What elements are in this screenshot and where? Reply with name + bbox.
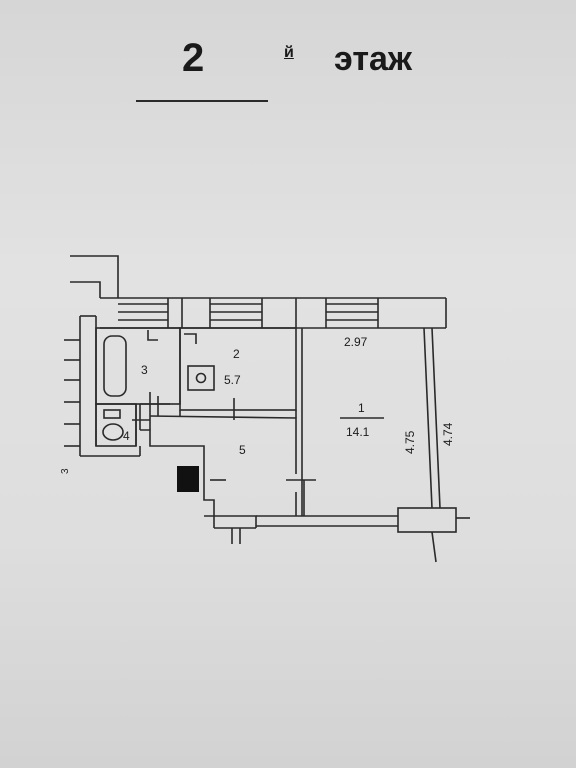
- floor-suffix: й: [284, 44, 294, 61]
- stove-block: [177, 466, 199, 492]
- dimension-top: 2.97: [344, 335, 368, 349]
- room-5-number: 5: [239, 443, 246, 457]
- room-1-area: 14.1: [346, 425, 370, 439]
- room-2-number: 2: [233, 347, 240, 361]
- room-1-number: 1: [358, 401, 365, 415]
- floor-number: 2: [182, 36, 205, 80]
- dimension-right-outer: 4.74: [441, 422, 455, 446]
- room-3-number: 3: [141, 363, 148, 377]
- floor-word: этаж: [334, 40, 412, 78]
- plan-walls: [64, 255, 470, 563]
- header-underline: [136, 100, 268, 102]
- dimension-right-inner: 4.75: [403, 430, 417, 454]
- room-2-area: 5.7: [224, 373, 241, 387]
- room-4-number: 4: [123, 429, 130, 443]
- side-mark: 3: [60, 468, 71, 474]
